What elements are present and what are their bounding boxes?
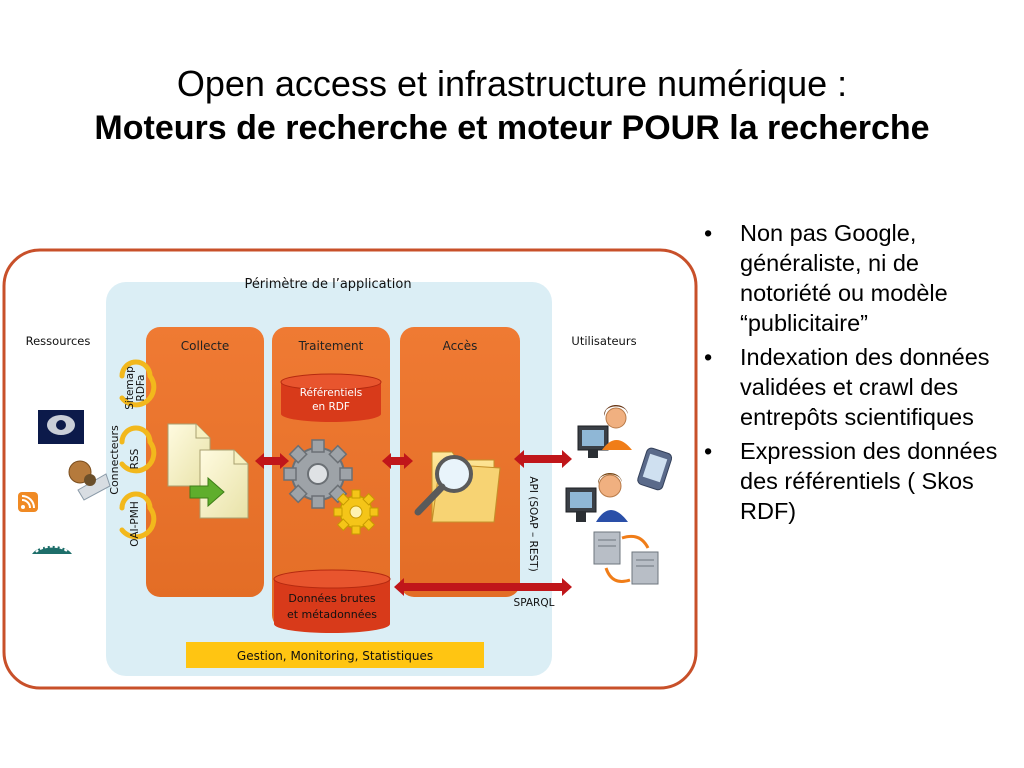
folder-search-icon <box>414 451 501 523</box>
user-workstation-icon <box>565 472 628 522</box>
connector-arc-sitemap <box>119 359 157 408</box>
donnees-line-1: Données brutes <box>288 592 375 605</box>
column-collecte-label: Collecte <box>181 339 229 353</box>
rss-icon <box>18 492 38 512</box>
bullet-dot: • <box>704 344 713 370</box>
bullet-text: Non pas Google, généraliste, ni de notor… <box>740 220 948 336</box>
page-title: Open access et infrastructure numérique … <box>40 62 984 150</box>
connector-arcs <box>119 359 157 540</box>
connector-sitemap-label: SitemapRDFa <box>124 366 147 410</box>
arrow-api <box>514 450 572 468</box>
bullet-text: Expression des données des référentiels … <box>740 438 998 524</box>
users-label: Utilisateurs <box>571 334 636 348</box>
connector-rss-label: RSS <box>129 448 141 469</box>
arrows <box>255 450 572 596</box>
bullet-list: • Non pas Google, généraliste, ni de noto… <box>702 218 1002 530</box>
bottom-bar-label: Gestion, Monitoring, Statistiques <box>237 649 433 663</box>
referentiels-line-2: en RDF <box>312 401 350 413</box>
donnees-line-2: et métadonnées <box>287 608 377 621</box>
arrow-collecte-traitement <box>255 453 289 469</box>
referentiels-line-1: Référentiels <box>300 387 363 399</box>
bullet-text: Indexation des données validées et crawl… <box>740 344 990 430</box>
title-line-2: Moteurs de recherche et moteur POUR la r… <box>94 109 930 147</box>
documents-icon <box>167 423 249 519</box>
referentiels-cylinder: Référentiels en RDF <box>280 373 382 422</box>
gears-icon <box>283 439 379 535</box>
institution-logo-icon <box>32 541 72 554</box>
sparql-label: SPARQL <box>514 597 555 609</box>
architecture-diagram: Périmètre de l’application Ressources Ut… <box>2 248 698 690</box>
connector-oai-label: OAI-PMH <box>129 501 141 546</box>
column-acces-label: Accès <box>443 339 478 353</box>
connector-arc-rss <box>119 425 157 474</box>
bullet-dot: • <box>704 220 713 246</box>
arrow-sparql <box>394 578 572 596</box>
resources-label: Ressources <box>26 334 91 348</box>
donnees-cylinder: Données brutes et métadonnées <box>273 569 391 633</box>
perimeter-label: Périmètre de l’application <box>244 277 411 292</box>
user-computer-icon <box>577 404 632 458</box>
arrow-traitement-acces <box>382 453 413 469</box>
bullet-item: • Non pas Google, généraliste, ni de noto… <box>702 218 1002 338</box>
bullet-dot: • <box>704 438 713 464</box>
api-label: API (SOAP – REST) <box>527 476 539 571</box>
phone-icon <box>637 447 673 491</box>
bullet-item: • Indexation des données validées et craw… <box>702 342 1002 432</box>
scholar-icon <box>68 460 111 501</box>
column-traitement-label: Traitement <box>298 339 364 353</box>
bottom-bar <box>186 642 484 668</box>
connector-arc-oai <box>119 491 157 540</box>
bullet-item: • Expression des données des référentiels… <box>702 436 1002 526</box>
title-line-1: Open access et infrastructure numérique … <box>176 63 848 104</box>
connecteurs-label: Connecteurs <box>108 425 121 495</box>
archive-logo-icon <box>38 410 84 444</box>
servers-icon <box>593 531 659 585</box>
